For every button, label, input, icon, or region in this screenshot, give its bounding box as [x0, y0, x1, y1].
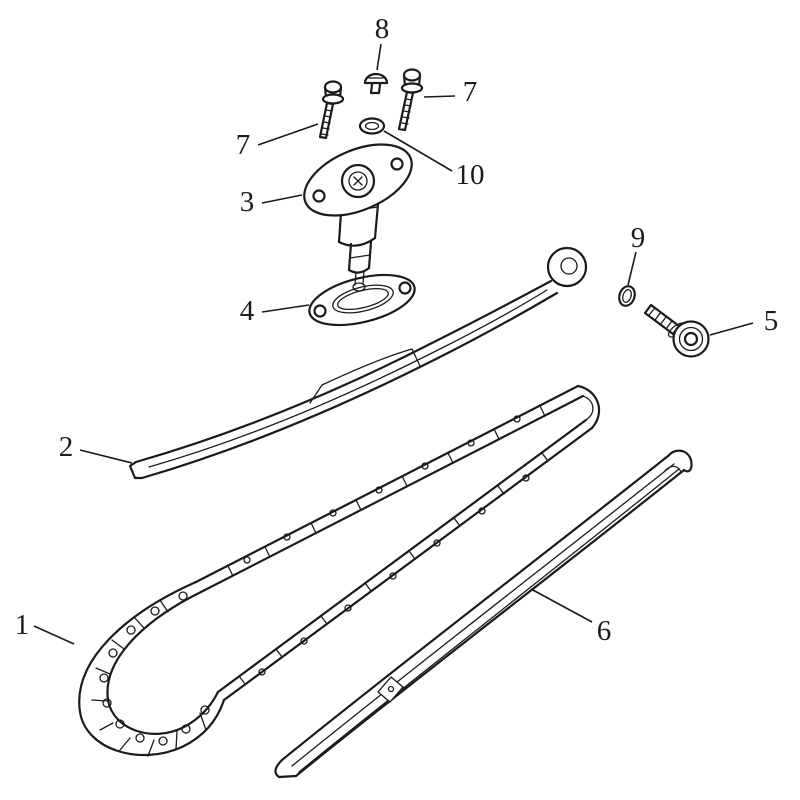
part-sealing-bolt: [643, 303, 710, 358]
chain-link-ticks-loop: [91, 599, 207, 757]
o-ring-inner: [622, 289, 632, 303]
chain-link-ticks-bottom-run: [238, 452, 549, 685]
chain-top-run-inner-rail: [199, 394, 585, 594]
blade-bottom-edge: [140, 291, 559, 480]
part-chain-guide-blade-front: [128, 246, 588, 480]
blade-tip-cap: [128, 460, 144, 480]
bolt-right-head-top: [402, 68, 422, 82]
sealing-bolt-shaft: [643, 303, 681, 336]
rail-mount-clip: [377, 676, 404, 703]
part-cap-screw: [363, 72, 389, 95]
leader-line-2: [79, 449, 133, 464]
sealing-bolt-head-flange: [672, 320, 710, 358]
leader-line-10: [383, 130, 453, 172]
part-tensioner-gasket: [308, 273, 416, 327]
part-o-ring: [618, 285, 636, 307]
part-label-4: 4: [240, 295, 255, 327]
bolt-left-head-top: [323, 80, 343, 94]
sealing-bolt-head-hub: [683, 331, 699, 347]
part-label-10: 10: [456, 159, 485, 191]
rail-top-edge: [280, 454, 670, 762]
chain-link-pins-runs: [243, 415, 530, 676]
chain-top-run-outer-rail: [194, 384, 580, 584]
part-label-6: 6: [597, 615, 612, 647]
leader-line-9: [627, 251, 637, 286]
tensioner-body-bottom: [337, 236, 377, 247]
rail-clip-hole: [387, 685, 395, 693]
chain-link-ticks-top-run: [227, 405, 546, 577]
leader-line-7-right: [423, 95, 456, 98]
blade-eyelet-outer: [546, 246, 588, 288]
blade-inner-line: [148, 289, 548, 468]
o-ring-outer: [618, 285, 636, 307]
tensioner-plunger-bottom: [347, 266, 371, 274]
gasket-opening-outer: [332, 284, 394, 314]
tensioner-plunger-band: [349, 254, 371, 259]
tensioner-center-ring: [348, 171, 368, 191]
leader-lines: [33, 43, 754, 645]
blade-top-edge: [134, 279, 553, 464]
tensioner-flange-hole-left: [312, 189, 326, 203]
sealing-bolt-threads: [648, 307, 673, 330]
gasket-outline: [308, 273, 416, 327]
leader-line-1: [33, 625, 75, 645]
part-label-2: 2: [59, 431, 74, 463]
sealing-bolt-head-rim: [678, 326, 704, 352]
blade-eyelet-hole: [560, 257, 578, 275]
gasket-bolt-hole-left: [313, 304, 327, 318]
blade-mid-pad: [309, 348, 421, 404]
leader-line-3: [261, 194, 303, 204]
part-label-8: 8: [375, 13, 390, 45]
rail-bottom-edge: [294, 468, 686, 778]
washer-hole: [364, 121, 380, 131]
chain-bottom-run-inner-rail: [216, 418, 588, 694]
chain-right-end-inner: [582, 395, 594, 421]
tensioner-flange-hole-right: [390, 157, 404, 171]
part-cam-chain-tensioner: [303, 143, 413, 292]
chain-bottom-run-outer-rail: [222, 426, 594, 702]
tensioner-rod-sides: [354, 270, 365, 286]
tensioner-rod-tip: [352, 282, 366, 292]
leader-line-7-left: [257, 123, 319, 146]
bolt-left-flange: [321, 93, 345, 105]
leader-line-5: [709, 322, 754, 336]
leader-line-8: [376, 43, 382, 71]
part-cam-chain: [78, 384, 601, 757]
bolt-left-threads: [321, 109, 333, 136]
chain-link-pins-loop: [99, 591, 210, 746]
part-flange-bolt-right: [397, 68, 424, 132]
part-chain-guide-rail-rear: [274, 449, 693, 779]
leader-line-6: [530, 588, 593, 623]
part-washer: [358, 117, 386, 135]
chain-right-end-outer: [576, 384, 601, 430]
part-label-5: 5: [764, 305, 779, 337]
leader-line-4: [261, 304, 310, 313]
part-label-3: 3: [240, 186, 255, 218]
chain-left-loop-outer: [78, 580, 226, 756]
part-label-9: 9: [631, 222, 646, 254]
part-label-1: 1: [15, 609, 30, 641]
rail-inner-line-1: [291, 463, 675, 767]
part-flange-bolt-left: [318, 80, 345, 140]
rail-bottom-tip: [274, 758, 298, 779]
part-labels: 1 2 3 4 5 6 7 7 8 9 10: [15, 13, 779, 647]
rail-inner-line-2: [298, 468, 680, 773]
part-label-7-right: 7: [463, 76, 478, 108]
bolt-right-threads: [401, 98, 413, 125]
screw-stem: [369, 82, 382, 95]
gasket-bolt-hole-right: [398, 281, 412, 295]
bolt-left-shaft: [318, 101, 335, 140]
bolt-right-flange: [400, 82, 424, 94]
part-label-7-left: 7: [236, 129, 251, 161]
rail-top-end-hook: [666, 449, 693, 473]
tensioner-screw-cross: [353, 176, 363, 186]
washer-outer: [358, 117, 386, 135]
